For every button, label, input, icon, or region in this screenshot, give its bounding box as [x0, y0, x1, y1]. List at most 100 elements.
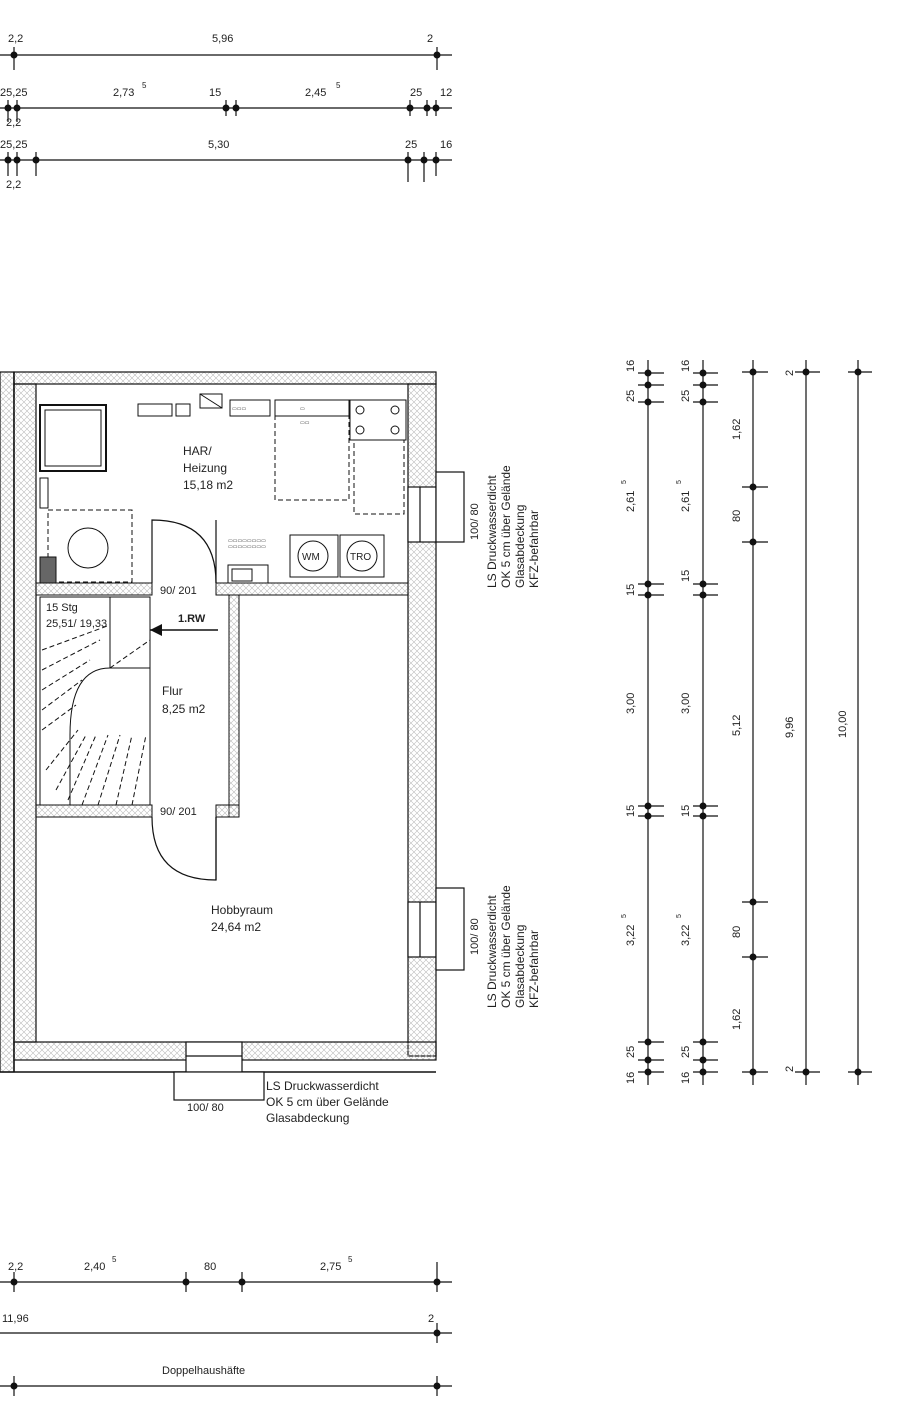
dim-superscript: 5: [621, 480, 628, 484]
right-dimension-labels: 25 16 2,61 5 15 3,00 15 3,22 5 25 16 25 …: [621, 360, 849, 1084]
dim-label: 15: [625, 584, 637, 596]
dim-label: 3,22: [625, 925, 637, 946]
svg-text:▭▭: ▭▭: [300, 420, 310, 426]
dim-label: 15: [625, 805, 637, 817]
dim-label: Doppelhaushäfte: [162, 1365, 245, 1377]
top-dimension-dots: [4, 51, 441, 164]
room-name-hobby: Hobbyraum: [211, 903, 273, 917]
note-line: LS Druckwasserdicht: [266, 1079, 379, 1093]
door-label: 90/ 201: [160, 806, 197, 818]
note-right-bottom-lightwell: LS Druckwasserdicht OK 5 cm über Gelände…: [485, 885, 541, 1008]
bottom-dimension-chains: [0, 1262, 452, 1396]
windows: [173, 471, 465, 1101]
dim-label: 2: [784, 370, 796, 376]
svg-text:▭: ▭: [300, 406, 305, 412]
door-label: 90/ 201: [160, 585, 197, 597]
dim-label: 16: [680, 1072, 692, 1084]
note-right-top-lightwell: LS Druckwasserdicht OK 5 cm über Gelände…: [485, 465, 541, 588]
dim-label: 25: [405, 139, 417, 151]
har-fixture-tiny-labels: ▭▭▭ ▭ ▭▭ ▭▭▭▭▭▭▭▭ ▭▭▭▭▭▭▭▭: [228, 406, 310, 550]
dim-label: 3,22: [680, 925, 692, 946]
dim-label: 16: [625, 360, 637, 372]
note-line: KFZ-befahrbar: [527, 930, 541, 1008]
dim-superscript: 5: [348, 1255, 353, 1264]
room-area-flur: 8,25 m2: [162, 702, 206, 716]
room-labels: HAR/ Heizung 15,18 m2 Flur 8,25 m2 Hobby…: [162, 444, 273, 934]
dim-superscript: 5: [676, 480, 683, 484]
note-line: OK 5 cm über Gelände: [499, 885, 513, 1008]
dim-label: 2,73: [113, 87, 134, 99]
wm-label: WM: [302, 552, 320, 563]
dim-label: 80: [731, 926, 743, 938]
stair-count: 15 Stg: [46, 602, 78, 614]
dim-label: 2,75: [320, 1261, 341, 1273]
stair-ratio: 25,51/ 19,33: [46, 618, 107, 630]
dim-label: 15: [680, 805, 692, 817]
dim-label: 15: [209, 87, 221, 99]
dim-label: 2,2: [6, 117, 21, 129]
note-line: OK 5 cm über Gelände: [499, 465, 513, 588]
window-label-right-bottom: 100/ 80: [469, 918, 481, 955]
dim-label: 16: [625, 1072, 637, 1084]
bottom-dimension-labels: 2,2 2,40 5 80 2,75 5 11,96 2 Doppelhaush…: [2, 1255, 434, 1377]
dim-label: 9,96: [784, 717, 796, 738]
dim-label: 25: [680, 1046, 692, 1058]
top-dimension-chains: [0, 47, 452, 182]
note-bottom-lightwell: LS Druckwasserdicht OK 5 cm über Gelände…: [266, 1079, 389, 1125]
bottom-dimension-dots: [10, 1278, 441, 1390]
dim-label: 15: [680, 570, 692, 582]
top-dimension-labels: 2,2 5,96 2 25,25 2,73 5 15 2,45 5 25 12 …: [0, 33, 452, 191]
room-name-flur: Flur: [162, 684, 183, 698]
room-area-hobby: 24,64 m2: [211, 920, 261, 934]
dim-superscript: 5: [621, 914, 628, 918]
dim-label: 16: [680, 360, 692, 372]
dim-label: 2,61: [625, 491, 637, 512]
tro-label: TRO: [350, 552, 371, 563]
svg-text:▭▭▭: ▭▭▭: [232, 406, 246, 412]
dim-label: 10,00: [837, 710, 849, 738]
room-area-har: 15,18 m2: [183, 478, 233, 492]
note-line: Glasabdeckung: [266, 1111, 349, 1125]
dim-label: 2: [427, 33, 433, 45]
dim-label: 1,62: [731, 419, 743, 440]
stair-labels: 15 Stg 25,51/ 19,33 1.RW: [46, 602, 206, 630]
dim-label: 5,12: [731, 715, 743, 736]
note-line: Glasabdeckung: [513, 505, 527, 588]
dim-label: 2,61: [680, 491, 692, 512]
dim-label: 3,00: [680, 693, 692, 714]
dim-label: 2: [428, 1313, 434, 1325]
dim-label: 2,45: [305, 87, 326, 99]
window-label-right-top-group: 100/ 80: [469, 503, 481, 540]
har-fixtures: [39, 393, 407, 584]
dim-label: 25,25: [0, 87, 28, 99]
window-label-bottom: 100/ 80: [187, 1102, 224, 1114]
dim-label: 25: [625, 1046, 637, 1058]
svg-text:▭▭▭▭▭▭▭▭: ▭▭▭▭▭▭▭▭: [228, 544, 266, 550]
dim-label: 25: [625, 390, 637, 402]
stair-direction-arrow: [150, 624, 218, 636]
stair-arrow-label: 1.RW: [178, 613, 206, 625]
dim-label: 25: [410, 87, 422, 99]
room-name-heizung: Heizung: [183, 461, 227, 475]
dim-superscript: 5: [112, 1255, 117, 1264]
dim-label: 2,2: [8, 1261, 23, 1273]
dim-label: 5,30: [208, 139, 229, 151]
dim-superscript: 5: [142, 81, 147, 90]
dim-label: 3,00: [625, 693, 637, 714]
dim-label: 2,2: [6, 179, 21, 191]
dim-superscript: 5: [336, 81, 341, 90]
right-dimension-dots: [644, 368, 862, 1076]
dim-label: 11,96: [2, 1313, 29, 1325]
room-name-har: HAR/: [183, 444, 212, 458]
dim-label: 2,40: [84, 1261, 105, 1273]
window-label-right-bottom-group: 100/ 80: [469, 918, 481, 955]
window-label-right-top: 100/ 80: [469, 503, 481, 540]
note-line: LS Druckwasserdicht: [485, 895, 499, 1008]
doors: [151, 519, 217, 881]
dim-label: 12: [440, 87, 452, 99]
dim-label: 80: [204, 1261, 216, 1273]
dim-label: 80: [731, 510, 743, 522]
door-labels: 90/ 201 90/ 201: [160, 585, 197, 818]
dim-label: 1,62: [731, 1009, 743, 1030]
